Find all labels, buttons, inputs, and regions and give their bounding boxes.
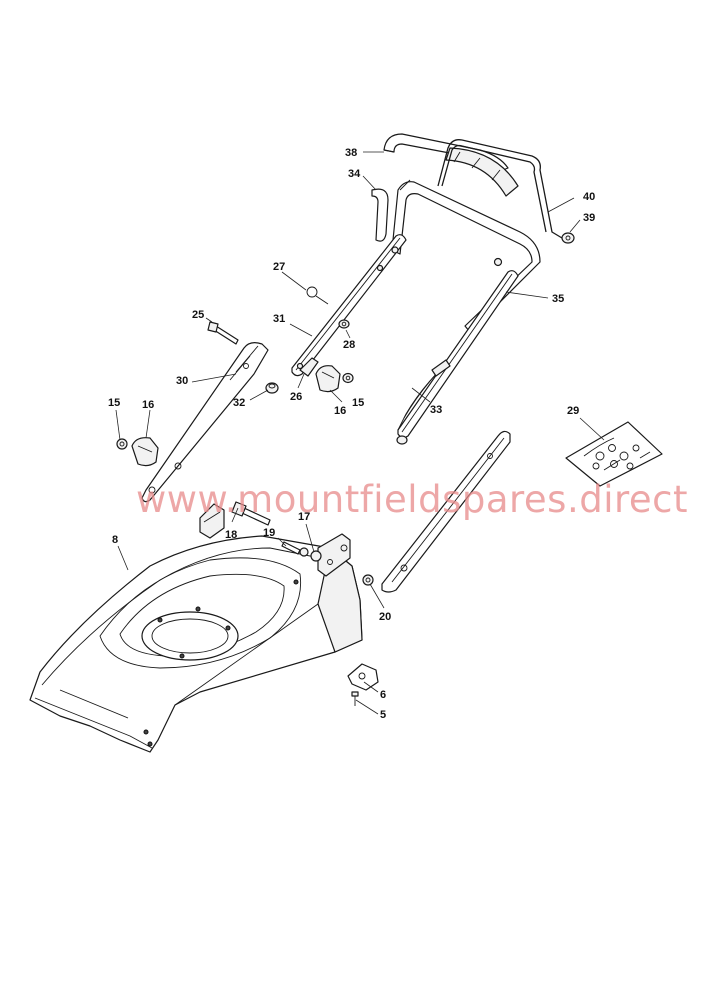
callout-17: 17	[298, 511, 310, 523]
callout-5: 5	[380, 709, 386, 721]
watermark-text: www.mountfieldspares.direct	[136, 478, 688, 521]
callout-32: 32	[233, 397, 245, 409]
callout-16-right: 16	[334, 405, 346, 417]
knob-16-right	[315, 365, 341, 393]
callout-29: 29	[567, 405, 579, 417]
callout-16-left: 16	[142, 399, 154, 411]
callout-25: 25	[192, 309, 204, 321]
callout-26: 26	[290, 391, 302, 403]
knob-16-left	[131, 437, 159, 467]
screw-5	[351, 691, 359, 706]
nut-15-left	[116, 438, 128, 450]
callout-38: 38	[345, 147, 357, 159]
callout-28: 28	[343, 339, 355, 351]
nut-28	[338, 319, 350, 329]
callout-18: 18	[225, 529, 237, 541]
control-bail	[437, 139, 563, 239]
callout-20: 20	[379, 611, 391, 623]
lower-handle-right	[396, 270, 519, 445]
callout-15-right: 15	[352, 397, 364, 409]
bolt-18	[231, 501, 271, 526]
top-handle-bar	[383, 133, 519, 197]
bushing-32	[265, 382, 279, 394]
callout-39: 39	[583, 212, 595, 224]
callout-30: 30	[176, 375, 188, 387]
knob-39	[561, 232, 575, 244]
callout-34: 34	[348, 168, 361, 180]
callout-35: 35	[552, 293, 564, 305]
callout-labels: 38 34 40 39 27 35 25 31 28 30 32 26 16 1…	[108, 147, 595, 721]
callout-19: 19	[263, 527, 275, 539]
callout-6: 6	[380, 689, 386, 701]
callout-8: 8	[112, 534, 118, 546]
side-lever-34	[371, 188, 389, 242]
callout-33: 33	[430, 404, 442, 416]
lever-26	[299, 357, 319, 377]
spacer-17	[299, 547, 322, 562]
bolt-19	[281, 541, 301, 555]
callout-27: 27	[273, 261, 285, 273]
leader-lines	[115, 151, 605, 715]
callout-40: 40	[583, 191, 595, 203]
hardware-kit-29	[565, 421, 663, 487]
adjust-bar-right	[381, 430, 511, 593]
clip-6	[347, 663, 379, 691]
callout-15-left: 15	[108, 397, 120, 409]
pin-27	[306, 286, 329, 305]
nut-15-right	[342, 372, 354, 384]
cable-33	[397, 359, 451, 431]
callout-31: 31	[273, 313, 285, 325]
lower-handle-left	[291, 234, 407, 377]
adjust-bar-30	[141, 342, 269, 503]
upper-handle-frame	[391, 179, 541, 334]
mower-deck	[29, 503, 363, 753]
bolt-25	[207, 321, 239, 345]
nut-20	[362, 574, 374, 586]
